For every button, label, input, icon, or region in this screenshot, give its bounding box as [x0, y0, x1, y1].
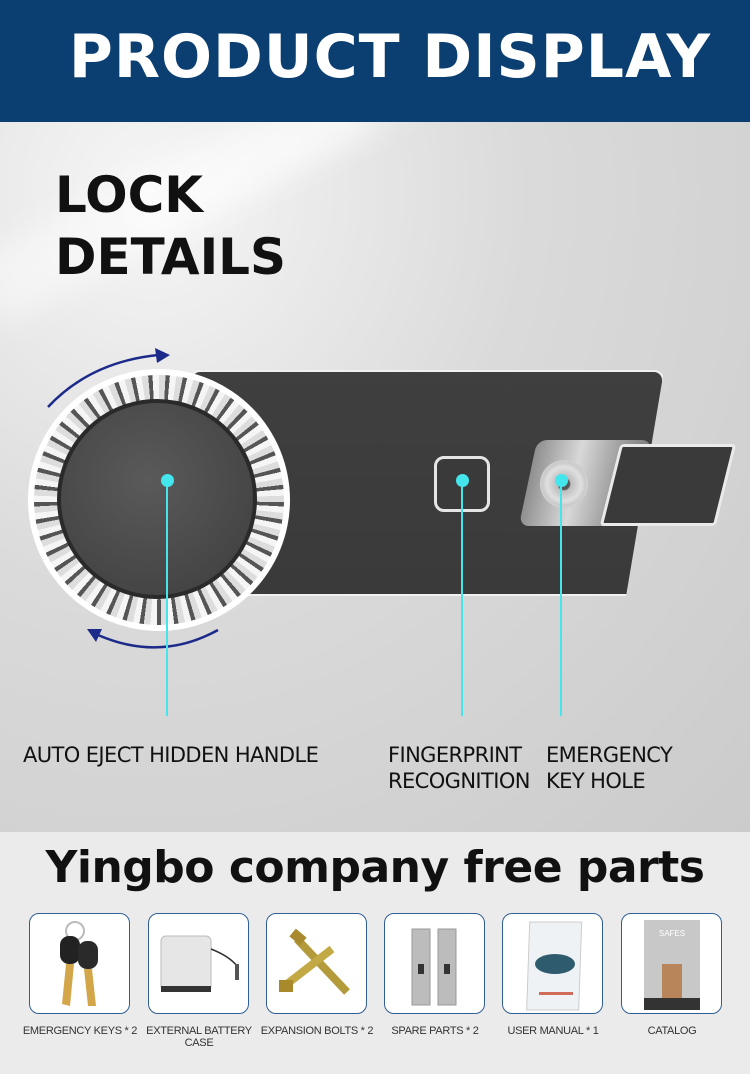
- part-label: CATALOG: [647, 1025, 697, 1037]
- part-card-keys: [29, 913, 130, 1014]
- parts-title: Yingbo company free parts: [45, 842, 705, 893]
- spare-parts-icon: [411, 928, 457, 1006]
- manual-icon: [526, 921, 583, 1011]
- handle-center: [57, 399, 257, 599]
- header-banner: PRODUCT DISPLAY: [0, 0, 750, 122]
- part-label: EXTERNAL BATTERY CASE: [146, 1025, 252, 1049]
- free-parts-section: Yingbo company free parts: [0, 832, 750, 1074]
- label-line: EMERGENCY: [546, 743, 673, 767]
- section-title: LOCK DETAILS: [55, 164, 286, 288]
- callout-line-handle: [166, 480, 168, 716]
- part-card-spare-parts: [384, 913, 485, 1014]
- title-line: DETAILS: [55, 228, 287, 286]
- label-line: RECOGNITION: [388, 769, 530, 793]
- part-card-battery: [148, 913, 249, 1014]
- label-line: KEY HOLE: [546, 769, 646, 793]
- part-label: EMERGENCY KEYS * 2: [22, 1025, 138, 1037]
- label-emergency-key-hole: EMERGENCY KEY HOLE: [546, 742, 673, 794]
- bolts-icon: [279, 928, 350, 995]
- callout-line-fingerprint: [461, 480, 463, 716]
- part-card-bolts: [266, 913, 367, 1014]
- part-label: SPARE PARTS * 2: [391, 1025, 479, 1037]
- callout-line-keyhole: [560, 480, 562, 716]
- label-auto-eject-handle: AUTO EJECT HIDDEN HANDLE: [23, 743, 319, 767]
- part-card-manual: [502, 913, 603, 1014]
- lock-details-section: LOCK DETAILS AUTO EJECT HIDDEN HANDLE FI…: [0, 122, 750, 832]
- part-label: USER MANUAL * 1: [507, 1025, 599, 1037]
- rotation-arrows-icon: [47, 348, 219, 649]
- part-card-catalog: SAFES: [621, 913, 722, 1014]
- battery-case-icon: [160, 935, 239, 992]
- label-fingerprint: FINGERPRINT RECOGNITION: [388, 742, 530, 794]
- part-label: EXPANSION BOLTS * 2: [260, 1025, 374, 1037]
- catalog-icon: SAFES: [644, 920, 700, 1010]
- page-title: PRODUCT DISPLAY: [68, 22, 712, 92]
- title-line: LOCK: [55, 166, 204, 224]
- label-line: FINGERPRINT: [388, 743, 522, 767]
- svg-text:SAFES: SAFES: [659, 929, 685, 938]
- keys-icon: [60, 921, 98, 1006]
